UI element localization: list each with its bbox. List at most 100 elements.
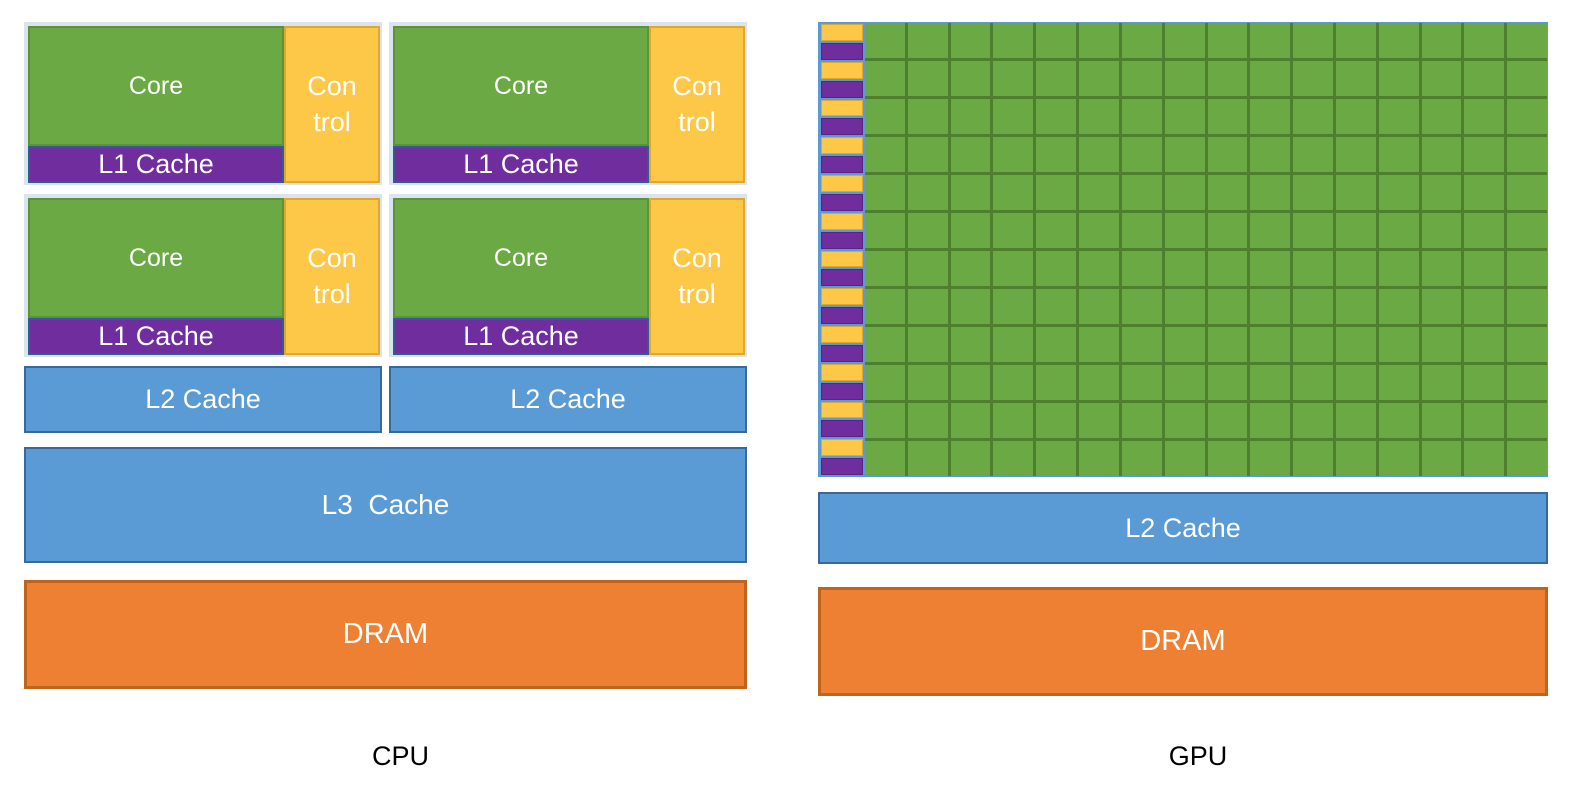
cpu-core-box-4[interactable]: Core	[393, 198, 649, 318]
gpu-core-cell[interactable]	[1164, 365, 1205, 400]
gpu-core-cell[interactable]	[1164, 61, 1205, 96]
gpu-core-cell[interactable]	[993, 61, 1034, 96]
gpu-core-cell[interactable]	[1464, 23, 1505, 58]
gpu-core-cell[interactable]	[1036, 327, 1077, 362]
gpu-core-cell[interactable]	[1464, 365, 1505, 400]
gpu-core-cell[interactable]	[1293, 441, 1333, 476]
gpu-l1-cache-unit[interactable]	[821, 193, 863, 211]
gpu-core-cell[interactable]	[1335, 213, 1376, 248]
gpu-core-cell[interactable]	[865, 61, 905, 96]
gpu-core-cell[interactable]	[1207, 289, 1248, 324]
gpu-core-cell[interactable]	[1250, 365, 1291, 400]
gpu-core-cell[interactable]	[1421, 251, 1462, 286]
gpu-core-cell[interactable]	[1507, 137, 1547, 172]
gpu-core-cell[interactable]	[1464, 137, 1505, 172]
gpu-core-cell[interactable]	[993, 175, 1034, 210]
gpu-core-cell[interactable]	[1378, 327, 1419, 362]
gpu-core-cell[interactable]	[950, 441, 991, 476]
gpu-core-cell[interactable]	[1250, 23, 1291, 58]
gpu-core-cell[interactable]	[907, 441, 948, 476]
gpu-core-cell[interactable]	[907, 327, 948, 362]
gpu-core-cell[interactable]	[1036, 99, 1077, 134]
gpu-core-cell[interactable]	[1421, 175, 1462, 210]
gpu-l1-cache-unit[interactable]	[821, 156, 863, 173]
gpu-core-cell[interactable]	[1036, 441, 1077, 476]
gpu-core-cell[interactable]	[1378, 175, 1419, 210]
gpu-core-cell[interactable]	[1335, 61, 1376, 96]
gpu-core-cell[interactable]	[1164, 289, 1205, 324]
gpu-control-unit[interactable]	[821, 250, 863, 268]
gpu-core-cell[interactable]	[1207, 365, 1248, 400]
gpu-core-cell[interactable]	[993, 251, 1034, 286]
gpu-core-cell[interactable]	[1079, 365, 1119, 400]
cpu-l1-cache-box-1[interactable]: L1 Cache	[28, 146, 284, 183]
gpu-core-cell[interactable]	[1464, 403, 1505, 438]
gpu-control-unit[interactable]	[821, 175, 863, 192]
gpu-core-cell[interactable]	[865, 251, 905, 286]
gpu-core-cell[interactable]	[1036, 23, 1077, 58]
gpu-core-cell[interactable]	[993, 365, 1034, 400]
gpu-core-cell[interactable]	[1293, 61, 1333, 96]
gpu-core-cell[interactable]	[1464, 289, 1505, 324]
gpu-core-cell[interactable]	[1378, 99, 1419, 134]
gpu-core-cell[interactable]	[1121, 175, 1162, 210]
gpu-core-cell[interactable]	[1036, 403, 1077, 438]
gpu-core-cell[interactable]	[1293, 213, 1333, 248]
gpu-core-cell[interactable]	[1464, 441, 1505, 476]
gpu-core-cell[interactable]	[1121, 137, 1162, 172]
gpu-core-cell[interactable]	[1121, 61, 1162, 96]
gpu-core-cell[interactable]	[907, 289, 948, 324]
gpu-core-cell[interactable]	[1507, 175, 1547, 210]
gpu-core-cell[interactable]	[865, 137, 905, 172]
cpu-control-box-3[interactable]: Con trol	[284, 198, 380, 355]
gpu-core-cell[interactable]	[1079, 251, 1119, 286]
gpu-core-cell[interactable]	[1036, 137, 1077, 172]
gpu-core-cell[interactable]	[1335, 327, 1376, 362]
gpu-core-cell[interactable]	[1036, 213, 1077, 248]
gpu-core-cell[interactable]	[1378, 251, 1419, 286]
gpu-core-cell[interactable]	[1079, 99, 1119, 134]
gpu-core-cell[interactable]	[1207, 441, 1248, 476]
gpu-core-cell[interactable]	[865, 23, 905, 58]
gpu-core-cell[interactable]	[950, 251, 991, 286]
gpu-core-cell[interactable]	[1207, 175, 1248, 210]
gpu-core-cell[interactable]	[993, 403, 1034, 438]
gpu-core-cell[interactable]	[907, 99, 948, 134]
gpu-core-cell[interactable]	[1464, 251, 1505, 286]
gpu-core-cell[interactable]	[1507, 213, 1547, 248]
gpu-core-cell[interactable]	[993, 327, 1034, 362]
gpu-l1-cache-unit[interactable]	[821, 118, 863, 136]
gpu-core-cell[interactable]	[1335, 289, 1376, 324]
gpu-core-cell[interactable]	[1250, 99, 1291, 134]
gpu-core-cell[interactable]	[865, 441, 905, 476]
gpu-core-cell[interactable]	[1036, 251, 1077, 286]
gpu-core-cell[interactable]	[1164, 99, 1205, 134]
gpu-core-cell[interactable]	[1335, 175, 1376, 210]
gpu-core-cell[interactable]	[1293, 175, 1333, 210]
gpu-core-cell[interactable]	[1121, 441, 1162, 476]
gpu-core-cell[interactable]	[1207, 403, 1248, 438]
cpu-l2-cache-left[interactable]: L2 Cache	[24, 366, 382, 433]
gpu-core-cell[interactable]	[950, 99, 991, 134]
gpu-core-cell[interactable]	[865, 213, 905, 248]
gpu-core-cell[interactable]	[1293, 23, 1333, 58]
gpu-core-cell[interactable]	[1036, 175, 1077, 210]
gpu-l1-cache-unit[interactable]	[821, 458, 863, 475]
gpu-core-cell[interactable]	[993, 441, 1034, 476]
gpu-core-cell[interactable]	[907, 213, 948, 248]
gpu-core-cell[interactable]	[865, 99, 905, 134]
cpu-l1-cache-box-2[interactable]: L1 Cache	[393, 146, 649, 183]
gpu-core-cell[interactable]	[1207, 327, 1248, 362]
gpu-core-cell[interactable]	[865, 365, 905, 400]
gpu-core-cell[interactable]	[1250, 213, 1291, 248]
gpu-core-cell[interactable]	[1121, 23, 1162, 58]
gpu-control-unit[interactable]	[821, 137, 863, 155]
gpu-core-cell[interactable]	[1378, 441, 1419, 476]
gpu-dram[interactable]: DRAM	[818, 587, 1548, 696]
gpu-core-cell[interactable]	[1335, 251, 1376, 286]
gpu-core-cell[interactable]	[1036, 61, 1077, 96]
gpu-core-cell[interactable]	[1378, 23, 1419, 58]
gpu-core-cell[interactable]	[1121, 365, 1162, 400]
gpu-core-cell[interactable]	[950, 23, 991, 58]
gpu-core-cell[interactable]	[1293, 403, 1333, 438]
